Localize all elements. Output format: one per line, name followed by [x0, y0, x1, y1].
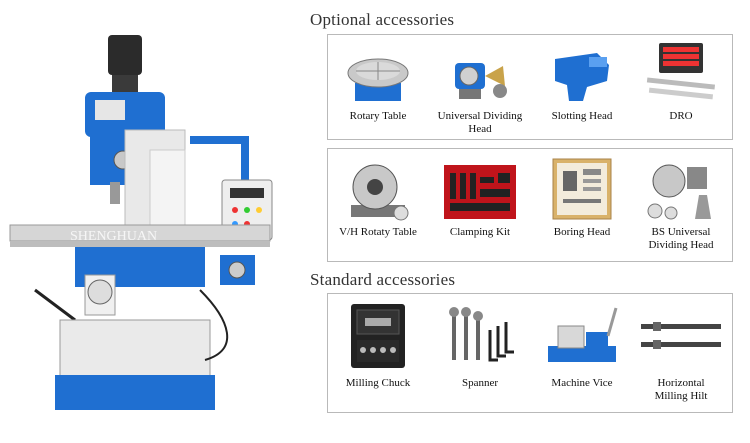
accessory-label: Machine Vice — [551, 377, 613, 389]
accessory-label: Slotting Head — [551, 110, 613, 122]
spanner-icon — [449, 307, 514, 362]
accessory-spanner: Spanner — [428, 300, 532, 390]
accessory-bs-dividing-head: BS Universal Dividing Head — [632, 155, 730, 252]
milling-machine-image: SHENGHUAN — [0, 30, 300, 430]
accessory-dro: DRO — [632, 41, 730, 123]
rotary-table-icon — [347, 58, 409, 101]
optional-accessories-panel-row2: V/H Rotaty Table Clamping Kit Boring Hea… — [327, 148, 733, 262]
accessory-label: Spanner — [461, 377, 499, 389]
milling-chuck-icon — [351, 304, 405, 368]
accessory-label: Milling Chuck — [345, 377, 411, 389]
accessory-label: Universal Dividing Head — [437, 110, 523, 135]
accessory-label: BS Universal Dividing Head — [648, 226, 714, 251]
dividing-head-icon — [455, 63, 507, 99]
accessory-label: V/H Rotaty Table — [339, 226, 417, 238]
accessory-slotting-head: Slotting Head — [534, 41, 630, 123]
clamping-kit-icon — [444, 165, 516, 219]
accessory-label: Boring Head — [553, 226, 611, 238]
accessory-label: Horizontal Milling Hilt — [654, 377, 708, 402]
accessory-milling-chuck: Milling Chuck — [330, 300, 426, 390]
optional-accessories-title: Optional accessories — [310, 10, 455, 29]
dro-icon — [646, 43, 716, 100]
accessory-label: Rotary Table — [349, 110, 407, 122]
accessory-clamping-kit: Clamping Kit — [428, 155, 532, 239]
milling-hilt-icon — [641, 322, 721, 349]
accessory-horizontal-milling-hilt: Horizontal Milling Hilt — [632, 300, 730, 403]
accessory-label: DRO — [669, 110, 693, 122]
watermark-text: SHENGHUAN — [70, 229, 157, 244]
machine-vice-icon — [548, 307, 618, 362]
slotting-head-icon — [555, 53, 609, 101]
accessory-machine-vice: Machine Vice — [534, 300, 630, 390]
optional-accessories-panel-row1: Rotary Table Universal Dividing Head Slo… — [327, 34, 733, 140]
standard-accessories-panel: Milling Chuck Spanner Machine Vice — [327, 293, 733, 413]
standard-accessories-title: Standard accessories — [310, 270, 456, 289]
accessory-universal-dividing-head: Universal Dividing Head — [428, 41, 532, 136]
boring-head-icon — [552, 158, 612, 220]
bs-dividing-head-icon — [647, 164, 711, 220]
vh-rotary-table-icon — [351, 164, 409, 221]
accessory-boring-head: Boring Head — [534, 155, 630, 239]
accessory-rotary-table: Rotary Table — [330, 41, 426, 123]
accessory-label: Clamping Kit — [449, 226, 511, 238]
accessory-vh-rotary-table: V/H Rotaty Table — [330, 155, 426, 239]
